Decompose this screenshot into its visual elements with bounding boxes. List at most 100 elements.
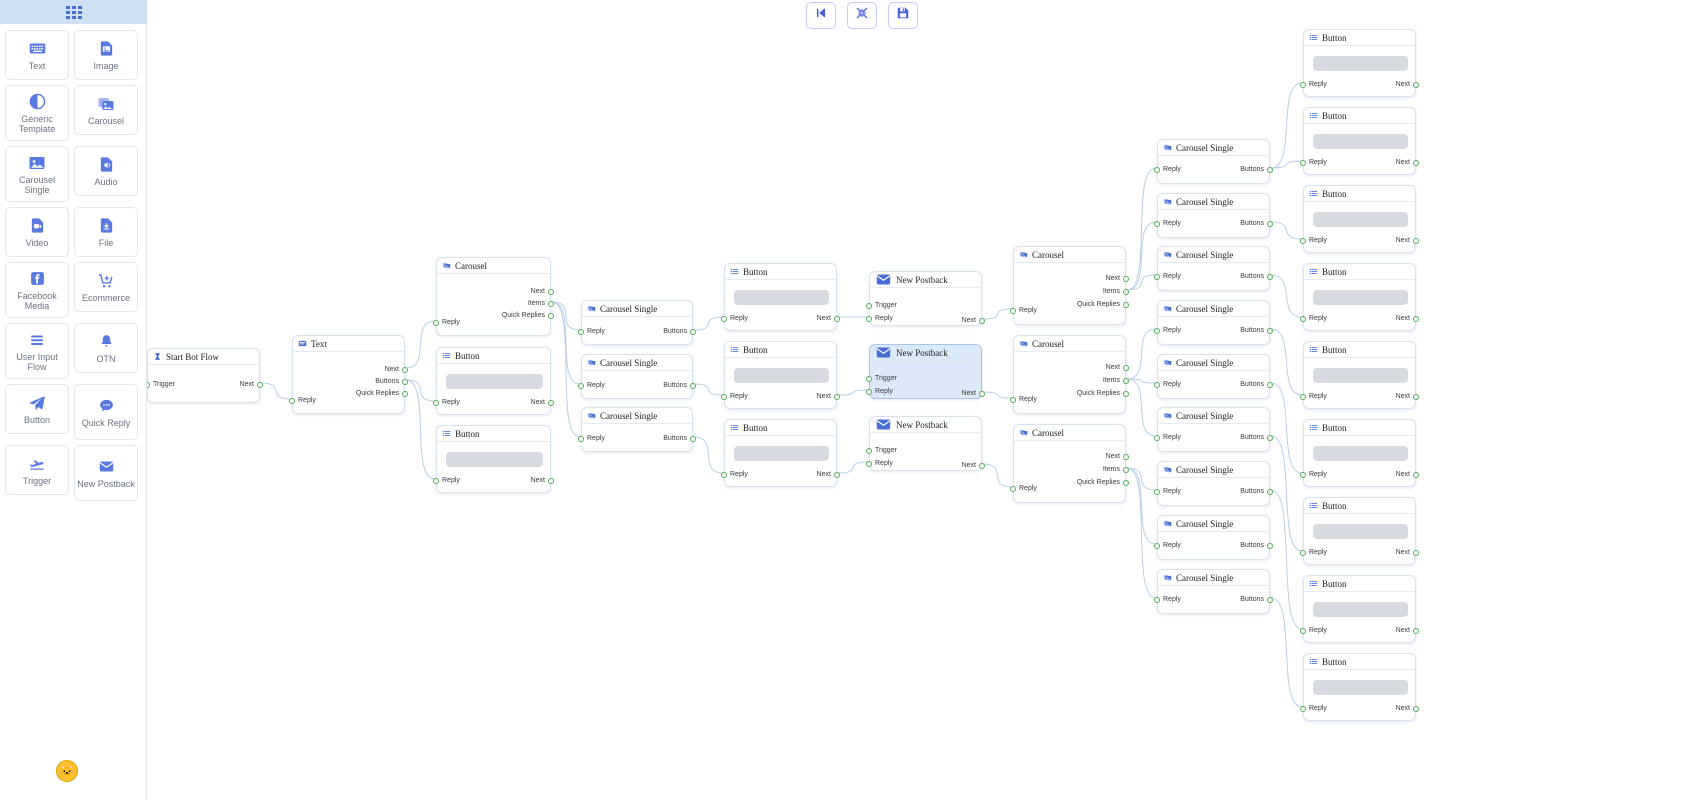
port-in-reply[interactable]: Reply <box>578 382 605 389</box>
port-in-reply[interactable]: Reply <box>289 397 316 404</box>
port-in-reply[interactable]: Reply <box>1300 315 1327 322</box>
port-in-reply[interactable]: Reply <box>1300 627 1327 634</box>
port-out-buttons[interactable]: Buttons <box>1240 434 1273 441</box>
palette-item-text[interactable]: Text <box>5 30 69 80</box>
port-in-reply[interactable]: Reply <box>1154 542 1181 549</box>
port-out-next[interactable]: Next <box>817 471 840 478</box>
port-out-buttons[interactable]: Buttons <box>1240 327 1273 334</box>
palette-item-trigger[interactable]: Trigger <box>5 445 69 495</box>
port-in-reply[interactable]: Reply <box>1154 220 1181 227</box>
palette-item-file[interactable]: File <box>74 207 138 257</box>
port-out-next[interactable]: Next <box>240 381 263 388</box>
palette-item-ecommerce[interactable]: Ecommerce <box>74 262 138 312</box>
port-out-next[interactable]: Next <box>531 477 554 484</box>
port-out-next[interactable]: Next <box>817 393 840 400</box>
port-out-next[interactable]: Next <box>962 462 985 469</box>
palette-item-user-input-flow[interactable]: User Input Flow <box>5 323 69 379</box>
reset-view-button[interactable] <box>806 2 836 29</box>
port-out-next[interactable]: Next <box>1396 237 1419 244</box>
port-out-next[interactable]: Next <box>1396 315 1419 322</box>
port-out-quick-replies[interactable]: Quick Replies <box>1077 301 1129 308</box>
port-in-trigger[interactable]: Trigger <box>147 381 175 388</box>
port-out-next[interactable]: Next <box>385 366 408 373</box>
port-out-buttons[interactable]: Buttons <box>1240 488 1273 495</box>
port-in-reply[interactable]: Reply <box>1300 81 1327 88</box>
port-in-reply[interactable]: Reply <box>1300 159 1327 166</box>
port-out-buttons[interactable]: Buttons <box>1240 166 1273 173</box>
port-in-reply[interactable]: Reply <box>1154 434 1181 441</box>
port-in-reply[interactable]: Reply <box>866 460 893 467</box>
port-out-next[interactable]: Next <box>1396 471 1419 478</box>
port-out-next[interactable]: Next <box>817 315 840 322</box>
port-out-quick-replies[interactable]: Quick Replies <box>502 312 554 319</box>
port-in-trigger[interactable]: Trigger <box>866 302 897 309</box>
port-in-reply[interactable]: Reply <box>1154 488 1181 495</box>
port-out-quick-replies[interactable]: Quick Replies <box>1077 479 1129 486</box>
port-in-reply[interactable]: Reply <box>1154 596 1181 603</box>
port-out-next[interactable]: Next <box>1106 364 1129 371</box>
port-out-buttons[interactable]: Buttons <box>663 435 696 442</box>
port-out-items[interactable]: Items <box>1103 377 1129 384</box>
port-out-next[interactable]: Next <box>1396 81 1419 88</box>
port-in-reply[interactable]: Reply <box>1154 327 1181 334</box>
port-in-reply[interactable]: Reply <box>1300 471 1327 478</box>
port-out-buttons[interactable]: Buttons <box>375 378 408 385</box>
port-out-next[interactable]: Next <box>1106 275 1129 282</box>
port-out-next[interactable]: Next <box>1396 549 1419 556</box>
port-in-reply[interactable]: Reply <box>1300 237 1327 244</box>
port-out-buttons[interactable]: Buttons <box>663 382 696 389</box>
port-out-buttons[interactable]: Buttons <box>1240 273 1273 280</box>
port-in-reply[interactable]: Reply <box>866 388 893 395</box>
palette-item-button[interactable]: Button <box>5 384 69 434</box>
palette-item-video[interactable]: Video <box>5 207 69 257</box>
port-out-next[interactable]: Next <box>962 317 985 324</box>
port-in-reply[interactable]: Reply <box>433 319 460 326</box>
port-out-buttons[interactable]: Buttons <box>663 328 696 335</box>
palette-item-quick-reply[interactable]: Quick Reply <box>74 384 138 440</box>
port-in-reply[interactable]: Reply <box>1154 381 1181 388</box>
port-in-reply[interactable]: Reply <box>1154 166 1181 173</box>
port-in-reply[interactable]: Reply <box>721 315 748 322</box>
port-in-reply[interactable]: Reply <box>721 393 748 400</box>
fit-view-button[interactable] <box>847 2 877 29</box>
port-out-next[interactable]: Next <box>1396 705 1419 712</box>
port-in-reply[interactable]: Reply <box>578 435 605 442</box>
port-in-reply[interactable]: Reply <box>721 471 748 478</box>
palette-item-carousel-single[interactable]: Carousel Single <box>5 146 69 202</box>
palette-item-image[interactable]: Image <box>74 30 138 80</box>
port-out-quick-replies[interactable]: Quick Replies <box>356 390 408 397</box>
port-in-reply[interactable]: Reply <box>1154 273 1181 280</box>
port-out-items[interactable]: Items <box>528 300 554 307</box>
port-out-next[interactable]: Next <box>1396 159 1419 166</box>
port-out-items[interactable]: Items <box>1103 288 1129 295</box>
port-out-next[interactable]: Next <box>1106 453 1129 460</box>
port-in-reply[interactable]: Reply <box>866 315 893 322</box>
port-out-buttons[interactable]: Buttons <box>1240 381 1273 388</box>
port-out-buttons[interactable]: Buttons <box>1240 220 1273 227</box>
save-button[interactable] <box>888 2 918 29</box>
port-in-reply[interactable]: Reply <box>578 328 605 335</box>
port-in-reply[interactable]: Reply <box>1300 393 1327 400</box>
